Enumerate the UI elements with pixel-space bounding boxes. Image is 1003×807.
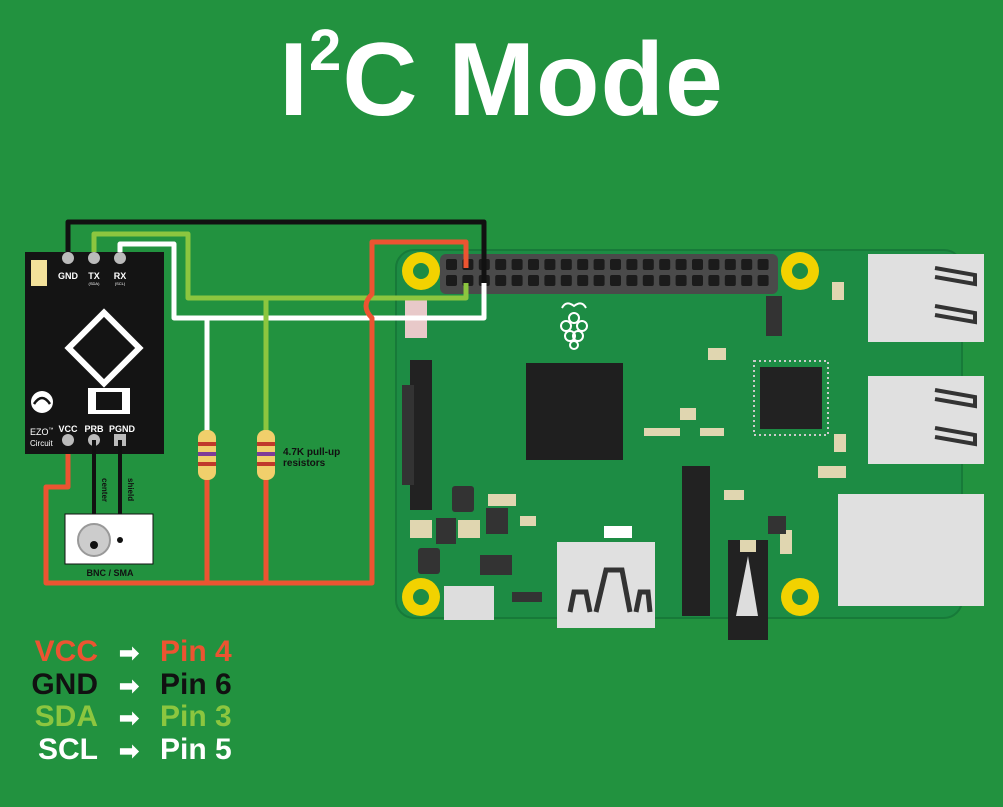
gpio-pin: [610, 259, 621, 270]
gpio-pin: [642, 259, 654, 270]
pin-label-rx: RX: [114, 271, 127, 281]
raspberry-pi-board: [395, 249, 984, 640]
shield-label: shield: [126, 478, 135, 501]
usb-port-1: [868, 254, 984, 342]
gpio-pin: [692, 275, 703, 286]
gpio-pin: [511, 275, 523, 286]
legend-row-vcc: VCC ➡ Pin 4: [18, 637, 232, 667]
gpio-pin: [511, 259, 523, 270]
hdmi-port: [557, 542, 655, 628]
soc-chip: [526, 363, 623, 460]
gpio-pin: [708, 275, 720, 286]
gpio-pin: [528, 275, 539, 286]
gpio-pin: [544, 275, 556, 286]
legend-row-scl: SCL ➡ Pin 5: [18, 735, 232, 765]
legend-pin: Pin 5: [160, 733, 232, 766]
gpio-pin: [757, 275, 769, 286]
legend-row-sda: SDA ➡ Pin 3: [18, 702, 232, 732]
gpio-pin: [446, 275, 457, 286]
arrow-icon: ➡: [118, 640, 140, 667]
center-label: center: [100, 478, 109, 502]
legend-signal: SCL: [38, 733, 98, 766]
pin-sub-scl: (SCL): [115, 281, 126, 286]
gpio-pin: [446, 259, 457, 270]
gnd-wire: [65, 219, 487, 283]
ezo-brand: EZO™: [30, 427, 54, 437]
sda-wire: [91, 231, 469, 301]
legend-pin: Pin 3: [160, 700, 232, 733]
gpio-pin: [495, 275, 507, 286]
pin-label-prb: PRB: [84, 424, 104, 434]
gpio-pin: [528, 259, 539, 270]
gpio-pin: [626, 275, 638, 286]
gpio-pin: [560, 275, 572, 286]
gpio-pin: [659, 259, 671, 270]
gpio-pin: [626, 259, 638, 270]
pin-sub-sda: (SDA): [89, 281, 101, 286]
gpio-pin: [593, 275, 605, 286]
ezo-brand-sub: Circuit: [30, 439, 53, 448]
arrow-icon: ➡: [118, 673, 140, 700]
page-title: I2C Mode: [279, 18, 724, 138]
gpio-pin: [560, 259, 572, 270]
raspberry-logo-icon: [560, 302, 588, 350]
pin-label-vcc: VCC: [58, 424, 78, 434]
pin-label-gnd: GND: [58, 271, 79, 281]
legend-pin: Pin 4: [160, 635, 232, 668]
bnc-sma-label: BNC / SMA: [87, 568, 135, 578]
gpio-pin: [659, 275, 671, 286]
ezo-circuit-board: GND TX RX VCC PRB PGND (SDA) (SCL) EZO™ …: [25, 252, 164, 454]
gpio-pin: [708, 259, 720, 270]
gpio-pin: [577, 275, 589, 286]
gpio-pin: [741, 259, 753, 270]
atlas-logo-icon: [31, 391, 53, 413]
pin-label-tx: TX: [88, 271, 100, 281]
power-connector: [444, 586, 494, 620]
gpio-pin: [593, 259, 605, 270]
gpio-pin: [577, 259, 589, 270]
gpio-pin: [757, 259, 769, 270]
usb-port-2: [868, 376, 984, 464]
gpio-pin: [692, 259, 703, 270]
legend-signal: VCC: [34, 635, 98, 668]
camera-connector: [682, 466, 710, 616]
display-connector: [410, 360, 432, 510]
gpio-pin: [642, 275, 654, 286]
gpio-pin: [675, 275, 687, 286]
scl-wire: [117, 241, 487, 321]
gpio-pin: [675, 259, 687, 270]
vcc-wire: [43, 239, 469, 586]
arrow-icon: ➡: [118, 705, 140, 732]
gpio-pin: [724, 275, 736, 286]
pullup-resistor-scl: [198, 430, 216, 480]
gpio-pin: [610, 275, 621, 286]
arrow-icon: ➡: [118, 738, 140, 765]
mount-hole-icon: [402, 252, 819, 616]
legend-signal: SDA: [34, 700, 98, 733]
legend-pin: Pin 6: [160, 668, 232, 701]
gpio-pin: [495, 259, 507, 270]
gpio-pin: [544, 259, 556, 270]
pin-label-pgnd: PGND: [109, 424, 136, 434]
bnc-sma-connector: [64, 513, 154, 565]
legend-signal: GND: [31, 668, 98, 701]
lan-chip: [760, 367, 822, 429]
gpio-pin: [741, 275, 753, 286]
pullup-resistor-sda: [257, 430, 275, 480]
gpio-pin: [724, 259, 736, 270]
legend-row-gnd: GND ➡ Pin 6: [18, 668, 232, 701]
ethernet-port: [838, 494, 984, 606]
